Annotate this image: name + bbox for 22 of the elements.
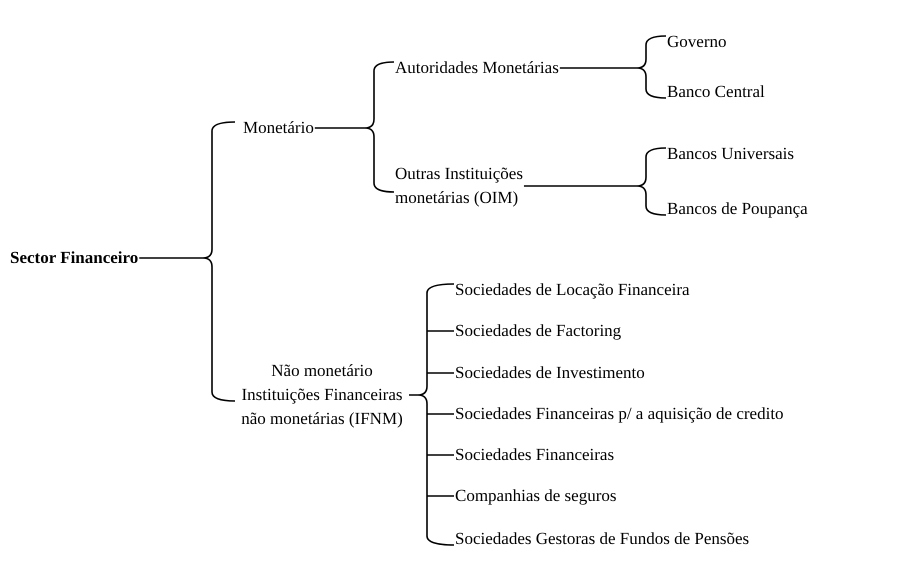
curly-brace [408,283,455,546]
node-label: Companhias de seguros [455,484,616,508]
curly-brace [314,61,395,193]
node-label: Instituições Financeiras não monetárias (IFNM) [240,384,404,430]
node-label: Monetário [243,116,314,140]
node-label: Bancos Universais [667,142,794,166]
node-label: Sociedades de Factoring [455,319,622,343]
node-label: Sociedades Financeiras p/ a aquisição de credito [455,402,784,426]
node-label: Não monetário [270,360,374,382]
curly-brace [138,121,236,402]
node-label: Sociedades de Investimento [455,361,645,385]
node-label: Outras Instituições monetárias (OIM) [395,162,595,210]
node-label: Sector Financeiro [10,246,138,270]
node-label: Sociedades Financeiras [455,443,614,467]
curly-brace [559,35,667,99]
node-label: Sociedades de Locação Financeira [455,278,690,302]
curly-brace [523,147,667,216]
node-label: Autoridades Monetárias [395,56,559,80]
node-label: Bancos de Poupança [667,197,808,221]
node-label: Governo [667,30,726,54]
node-label: Banco Central [667,80,765,104]
node-label: Sociedades Gestoras de Fundos de Pensões [455,527,750,551]
